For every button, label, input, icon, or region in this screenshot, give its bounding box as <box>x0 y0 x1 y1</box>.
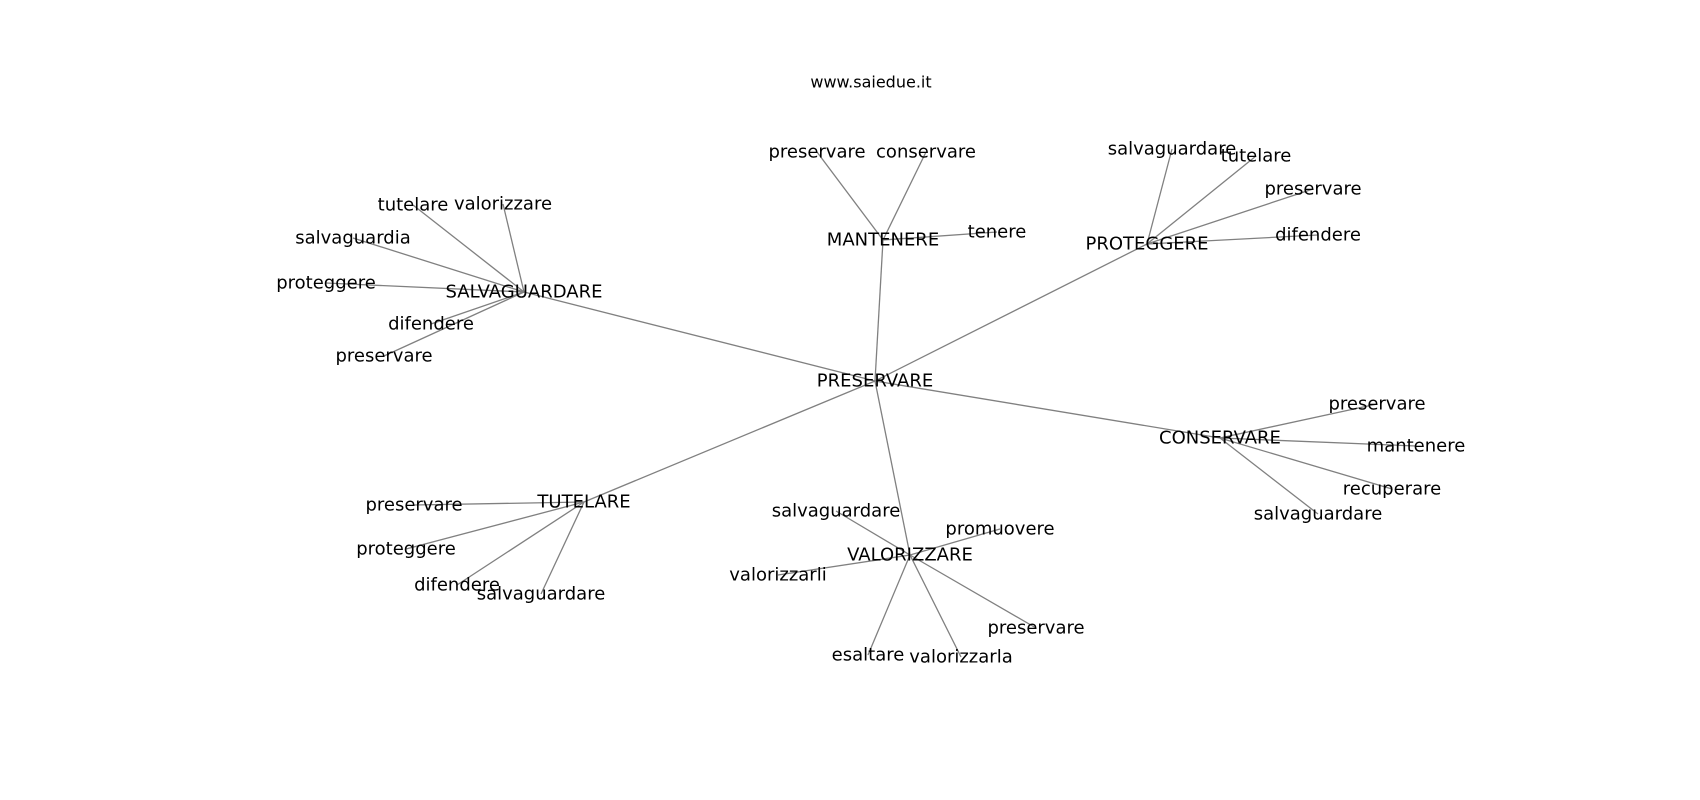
leaf-node-label: valorizzare <box>454 194 552 215</box>
edge-tutelare-to-salvaguardare <box>540 501 585 595</box>
edge-tutelare-to-proteggere <box>405 501 585 550</box>
hub-node-label-proteggere: PROTEGGERE <box>1085 234 1208 255</box>
edge-proteggere-to-tutelare <box>1146 155 1257 245</box>
leaf-node-label: salvaguardare <box>477 584 606 605</box>
edge-conservare-to-mantenere <box>1219 437 1417 447</box>
edge-valorizzare-to-valorizzarla <box>909 554 962 658</box>
edge-mantenere-to-tenere <box>882 231 998 241</box>
leaf-node-label: difendere <box>388 314 474 335</box>
edge-root-to-mantenere <box>874 239 884 382</box>
leaf-node-label: tutelare <box>378 195 449 216</box>
leaf-node-label: preservare <box>987 618 1084 639</box>
leaf-node-label: preservare <box>1264 179 1361 200</box>
leaf-node-label: promuovere <box>945 519 1054 540</box>
edge-root-to-conservare <box>874 380 1221 439</box>
leaf-node-label: valorizzarli <box>729 565 826 586</box>
edge-root-to-salvaguardare <box>523 291 876 382</box>
root-node-label: PRESERVARE <box>817 371 933 392</box>
leaf-node-label: esaltare <box>832 645 905 666</box>
leaf-node-label: salvaguardare <box>1108 139 1237 160</box>
leaf-node-label: preservare <box>335 346 432 367</box>
leaf-node-label: salvaguardare <box>1254 504 1383 525</box>
leaf-node-label: tenere <box>968 222 1027 243</box>
leaf-node-label: valorizzarla <box>909 647 1012 668</box>
edge-valorizzare-to-salvaguardare <box>835 510 911 556</box>
edge-root-to-tutelare <box>583 380 876 503</box>
hub-node-label-valorizzare: VALORIZZARE <box>847 545 973 566</box>
edge-tutelare-to-preservare <box>413 501 585 506</box>
hub-node-label-tutelare: TUTELARE <box>536 492 630 513</box>
edge-proteggere-to-difendere <box>1146 234 1319 245</box>
hub-node-label-mantenere: MANTENERE <box>827 230 939 251</box>
leaf-node-label: proteggere <box>356 539 456 560</box>
edge-root-to-proteggere <box>874 243 1148 382</box>
edge-salvaguardare-to-valorizzare <box>502 203 525 293</box>
edge-conservare-to-salvaguardare <box>1219 437 1319 515</box>
leaf-node-label: proteggere <box>276 273 376 294</box>
edge-valorizzare-to-esaltare <box>867 554 911 656</box>
edge-valorizzare-to-valorizzarli <box>777 554 911 576</box>
leaf-node-label: tutelare <box>1221 146 1292 167</box>
edge-mantenere-to-conservare <box>882 151 927 241</box>
edge-proteggere-to-preservare <box>1146 188 1314 245</box>
leaf-node-label: recuperare <box>1343 479 1441 500</box>
leaf-node-label: salvaguardia <box>295 228 411 249</box>
edge-tutelare-to-difendere <box>456 501 585 586</box>
site-watermark: www.saiedue.it <box>810 73 931 92</box>
leaf-node-label: difendere <box>1275 225 1361 246</box>
hub-node-label-conservare: CONSERVARE <box>1159 428 1281 449</box>
hub-node-label-salvaguardare: SALVAGUARDARE <box>446 282 603 303</box>
edge-proteggere-to-salvaguardare <box>1146 148 1173 245</box>
edge-conservare-to-preservare <box>1219 403 1378 439</box>
leaf-node-label: conservare <box>876 142 976 163</box>
edge-salvaguardare-to-preservare <box>383 291 525 357</box>
leaf-node-label: preservare <box>768 142 865 163</box>
edge-root-to-valorizzare <box>874 380 911 556</box>
leaf-node-label: salvaguardare <box>772 501 901 522</box>
edge-valorizzare-to-promuovere <box>909 528 1001 556</box>
labels-layer: www.saiedue.it PRESERVARE SALVAGUARDARE tu… <box>276 73 1465 668</box>
edge-salvaguardare-to-tutelare <box>412 204 525 293</box>
leaf-node-label: preservare <box>1328 394 1425 415</box>
edge-conservare-to-recuperare <box>1219 437 1393 490</box>
edges-layer <box>325 148 1417 658</box>
edge-valorizzare-to-preservare <box>909 554 1037 629</box>
leaf-node-label: preservare <box>365 495 462 516</box>
leaf-node-label: difendere <box>414 575 500 596</box>
edge-salvaguardare-to-salvaguardia <box>352 237 525 293</box>
leaf-node-label: mantenere <box>1367 436 1466 457</box>
edge-salvaguardare-to-proteggere <box>325 282 525 293</box>
edge-salvaguardare-to-difendere <box>430 291 525 325</box>
edge-mantenere-to-preservare <box>816 151 884 241</box>
